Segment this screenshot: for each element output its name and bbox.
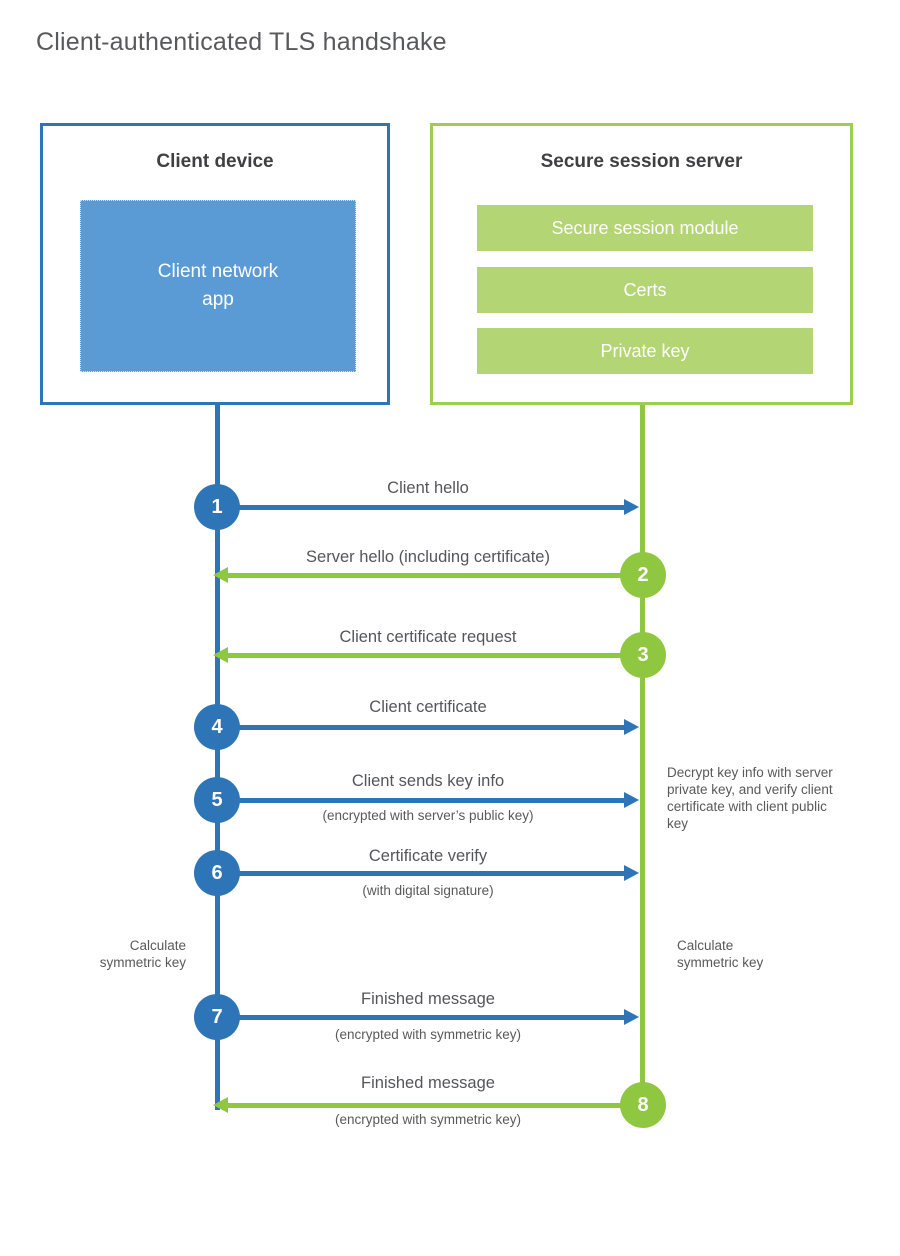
step-circle-7: 7 (194, 994, 240, 1040)
client-device-box: Client device Client network app (40, 123, 390, 405)
arrowhead-right-icon (624, 499, 639, 515)
client-network-app-box: Client network app (80, 200, 356, 372)
client-note-calculate-key: Calculate symmetric key (99, 938, 186, 970)
message-label-finished-server: Finished message (361, 1074, 495, 1092)
client-lifeline (215, 405, 220, 1110)
arrow-shaft-step-7 (217, 1015, 624, 1020)
client-device-title: Client device (156, 151, 274, 172)
page-title: Client-authenticated TLS handshake (36, 28, 447, 56)
arrow-shaft-step-2 (228, 573, 643, 578)
step-circle-2: 2 (620, 552, 666, 598)
step-circle-4: 4 (194, 704, 240, 750)
server-module-secure-session: Secure session module (477, 205, 813, 251)
message-label-client-cert-request: Client certificate request (339, 628, 517, 646)
arrow-shaft-step-1 (217, 505, 624, 510)
arrowhead-left-icon (213, 567, 228, 583)
message-label-client-key-info: Client sends key info (351, 772, 505, 790)
message-label-client-certificate: Client certificate (369, 698, 487, 716)
secure-session-server-box: Secure session server Secure session mod… (430, 123, 853, 405)
message-sub-certificate-verify: (with digital signature) (362, 883, 494, 898)
arrowhead-right-icon (624, 1009, 639, 1025)
step-circle-8: 8 (620, 1082, 666, 1128)
message-label-finished-client: Finished message (361, 990, 495, 1008)
arrow-shaft-step-4 (217, 725, 624, 730)
server-module-certs: Certs (477, 267, 813, 313)
arrowhead-left-icon (213, 1097, 228, 1113)
message-label-client-hello: Client hello (387, 479, 469, 497)
arrowhead-right-icon (624, 792, 639, 808)
message-sub-client-key-info: (encrypted with server’s public key) (322, 808, 534, 823)
step-circle-3: 3 (620, 632, 666, 678)
step-circle-1: 1 (194, 484, 240, 530)
message-label-server-hello: Server hello (including certificate) (306, 548, 550, 566)
arrow-shaft-step-3 (228, 653, 643, 658)
step-circle-5: 5 (194, 777, 240, 823)
arrowhead-right-icon (624, 719, 639, 735)
message-sub-finished-client: (encrypted with symmetric key) (334, 1027, 522, 1042)
server-note-calculate-key: Calculate symmetric key (677, 938, 764, 970)
server-lifeline (640, 405, 645, 1106)
arrow-shaft-step-6 (217, 871, 624, 876)
arrowhead-left-icon (213, 647, 228, 663)
server-module-private-key: Private key (477, 328, 813, 374)
arrow-shaft-step-8 (228, 1103, 643, 1108)
arrowhead-right-icon (624, 865, 639, 881)
message-sub-finished-server: (encrypted with symmetric key) (334, 1112, 522, 1127)
arrow-shaft-step-5 (217, 798, 624, 803)
message-label-certificate-verify: Certificate verify (368, 847, 488, 865)
client-network-app-label: Client network app (157, 261, 279, 310)
secure-session-server-title: Secure session server (540, 151, 743, 172)
server-note-decrypt: Decrypt key info with server private key… (667, 765, 833, 831)
step-circle-6: 6 (194, 850, 240, 896)
